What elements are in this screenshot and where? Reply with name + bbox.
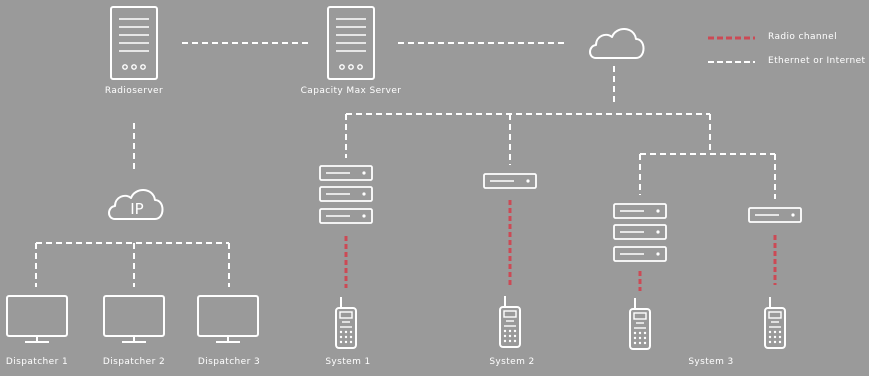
system-3-repeater-stack [613,203,667,262]
system-3-repeater-single [748,207,802,223]
system-2-label: System 2 [489,357,535,367]
system-2-repeater [483,173,537,189]
radioserver-label: Radioserver [104,86,164,96]
dispatcher-3-label: Dispatcher 3 [197,357,261,367]
dispatcher-2-label: Dispatcher 2 [102,357,166,367]
system-3-label: System 3 [688,357,734,367]
capacity-max-server-label: Capacity Max Server [300,86,402,96]
monitor-icon [197,295,259,343]
radio-links [344,200,777,291]
radio-icon [499,295,521,348]
ip-cloud-label: IP [130,200,143,218]
radioserver-icon [110,6,158,80]
radio-icon [629,297,651,350]
radio-icon [335,296,357,349]
ethernet-links [35,42,776,287]
legend-radio-label: Radio channel [768,32,837,42]
legend-ethernet-label: Ethernet or Internet [768,56,866,66]
monitor-icon [103,295,165,343]
monitor-icon [6,295,68,343]
radio-icon [764,296,786,349]
system-1-repeater-stack [319,165,373,224]
dispatcher-1-label: Dispatcher 1 [5,357,69,367]
capacity-max-server-icon [327,6,375,80]
system-1-label: System 1 [325,357,371,367]
internet-cloud-icon [589,27,645,59]
